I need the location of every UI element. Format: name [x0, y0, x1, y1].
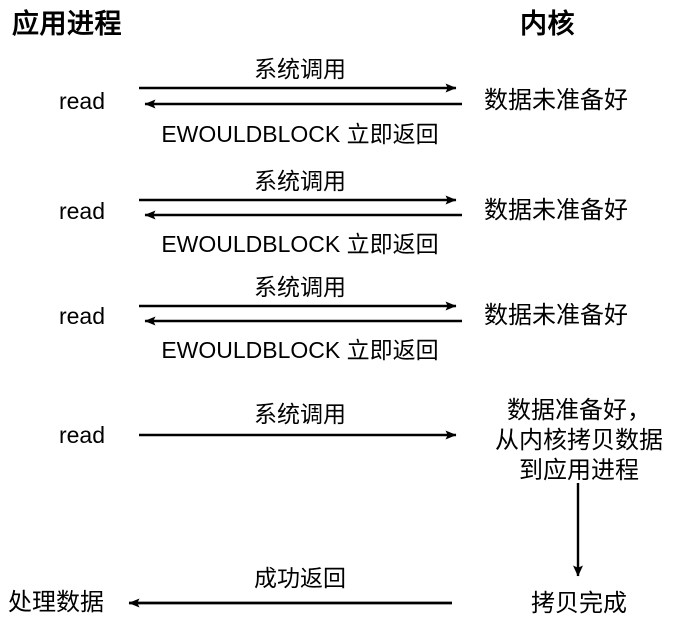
final-call-process-label: read [58, 422, 105, 448]
cycle-2-kernel-status: 数据未准备好 [484, 197, 628, 224]
final-call-label: 系统调用 [254, 401, 346, 427]
cycle-1-process-label: read [58, 88, 105, 114]
cycle-1-kernel-status: 数据未准备好 [484, 87, 628, 114]
cycle-1-return-label: EWOULDBLOCK 立即返回 [161, 121, 439, 147]
cycle-2-process-label: read [58, 198, 105, 224]
cycle-3-call-label: 系统调用 [254, 274, 346, 300]
cycle-3-return-label: EWOULDBLOCK 立即返回 [161, 337, 439, 363]
cycle-2-call-label: 系统调用 [254, 168, 346, 194]
cycle-3-process-label: read [58, 303, 105, 329]
column-title-kernel: 内核 [520, 9, 575, 39]
cycle-1-call-label: 系统调用 [254, 56, 346, 82]
final-call-kernel-status: 数据准备好， 从内核拷贝数据 到应用进程 [484, 396, 674, 486]
cycle-3-kernel-status: 数据未准备好 [484, 302, 628, 329]
completion-kernel-label: 拷贝完成 [531, 590, 627, 617]
final-call-kernel-status-line-2: 从内核拷贝数据 [495, 427, 663, 454]
completion-return-label: 成功返回 [254, 565, 346, 591]
final-call-kernel-status-line-1: 数据准备好， [507, 397, 651, 424]
completion-process-label: 处理数据 [8, 589, 104, 616]
final-call-kernel-status-line-3: 到应用进程 [519, 457, 639, 484]
cycle-2-return-label: EWOULDBLOCK 立即返回 [161, 231, 439, 257]
column-title-app-process: 应用进程 [12, 9, 122, 39]
